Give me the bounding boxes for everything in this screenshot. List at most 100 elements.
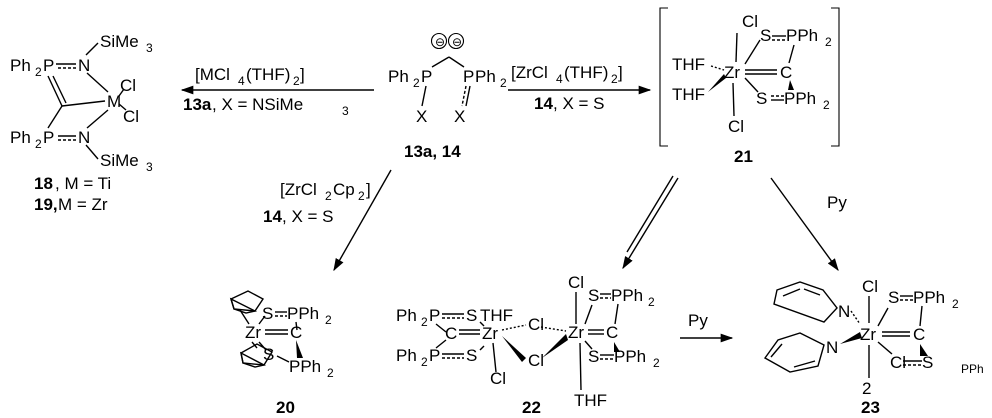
atom-p-lower: P [43, 128, 54, 147]
svg-text:3: 3 [342, 104, 349, 118]
compound-23: N N Cl S PPh 2 Zr C Cl S PPh 2 23 [763, 277, 984, 417]
svg-text:, M = Ti: , M = Ti [55, 174, 111, 193]
svg-text:Py: Py [688, 311, 708, 330]
svg-text:2: 2 [327, 366, 334, 380]
svg-text:13a: 13a [183, 95, 212, 114]
svg-text:S: S [756, 89, 767, 108]
svg-text:2: 2 [413, 76, 420, 90]
svg-text:2: 2 [611, 72, 618, 86]
svg-text:Cl: Cl [890, 353, 906, 372]
svg-text:Cp: Cp [333, 180, 355, 199]
svg-text:2: 2 [500, 76, 507, 90]
svg-text:P: P [429, 306, 440, 325]
svg-text:THF: THF [672, 85, 705, 104]
svg-text:PPh: PPh [913, 288, 945, 307]
svg-text:Cl: Cl [123, 107, 139, 126]
compound-21: Cl S PPh 2 THF Zr C THF S PPh 2 Cl 21 [659, 7, 840, 166]
svg-text:THF: THF [574, 391, 607, 410]
atom-x-left: X [416, 107, 427, 126]
atom-p-right: P [463, 67, 474, 86]
svg-text:2: 2 [325, 313, 332, 327]
atom-zr-23: Zr [860, 325, 876, 344]
svg-text:Cl: Cl [728, 117, 744, 136]
svg-text:THF: THF [480, 306, 513, 325]
svg-text:2: 2 [293, 74, 300, 88]
arrow-to-20: [ZrCl 2 Cp 2 ] 14 , X = S [263, 169, 392, 272]
svg-text:[ZrCl: [ZrCl [280, 180, 317, 199]
svg-text:Cl: Cl [528, 315, 544, 334]
svg-text:S: S [262, 304, 273, 323]
minus-charge-2: ⊖ [452, 35, 462, 49]
svg-text:14: 14 [534, 94, 553, 113]
svg-text:Ph: Ph [396, 306, 417, 325]
svg-text:C: C [445, 324, 457, 343]
svg-text:SiMe: SiMe [100, 32, 139, 51]
arrow-to-21: [ZrCl 4 (THF) 2 ] 14 , X = S [508, 63, 652, 113]
atom-p-left: P [421, 67, 432, 86]
svg-text:PPh: PPh [786, 26, 818, 45]
svg-text:2: 2 [421, 355, 428, 369]
svg-text:2: 2 [823, 98, 830, 112]
atom-n-lower-23: N [826, 338, 838, 357]
svg-text:Ph: Ph [475, 67, 496, 86]
svg-text:(THF): (THF) [564, 63, 608, 82]
atom-zr-22b: Zr [568, 323, 584, 342]
svg-text:PPh: PPh [611, 286, 643, 305]
svg-text:2: 2 [862, 379, 871, 398]
svg-text:PPh: PPh [961, 362, 984, 376]
svg-text:14: 14 [263, 207, 282, 226]
svg-text:Cl: Cl [528, 351, 544, 370]
minus-charge-1: ⊖ [435, 35, 445, 49]
atom-n-upper: N [78, 56, 90, 75]
svg-text:Cl: Cl [742, 12, 758, 31]
svg-text:Cl: Cl [568, 273, 584, 292]
svg-text:2: 2 [648, 295, 655, 309]
compound-20: S PPh 2 Zr C S PPh 2 20 [229, 290, 334, 417]
svg-text:[MCl: [MCl [195, 65, 230, 84]
svg-text:S: S [588, 286, 599, 305]
svg-text:]: ] [300, 65, 305, 84]
svg-text:S: S [466, 346, 477, 365]
svg-text:C: C [913, 325, 925, 344]
svg-text:Ph: Ph [396, 346, 417, 365]
svg-text:P: P [429, 346, 440, 365]
atom-ph-left: Ph [388, 67, 409, 86]
svg-text:Ph: Ph [10, 128, 31, 147]
compound-18-19: Ph 2 P N SiMe 3 Cl M Cl Ph 2 P N SiMe 3 … [10, 32, 153, 214]
svg-text:Ph: Ph [10, 56, 31, 75]
label-18: 18 [34, 174, 53, 193]
svg-text:Cl: Cl [862, 277, 878, 296]
svg-text:S: S [760, 26, 771, 45]
svg-text:S: S [888, 288, 899, 307]
svg-text:3: 3 [146, 41, 153, 55]
svg-text:Py: Py [827, 193, 847, 212]
compound-label-20: 20 [276, 398, 295, 417]
svg-text:C: C [606, 323, 618, 342]
svg-text:PPh: PPh [614, 347, 646, 366]
svg-text:2: 2 [325, 189, 332, 203]
svg-text:2: 2 [35, 65, 42, 79]
svg-text:2: 2 [421, 315, 428, 329]
svg-text:THF: THF [672, 55, 705, 74]
svg-text:]: ] [618, 63, 623, 82]
svg-text:, X = S: , X = S [553, 94, 605, 113]
arrow-to-22 [622, 175, 679, 270]
atom-zr-22a: Zr [482, 324, 498, 343]
svg-text:4: 4 [238, 74, 245, 88]
svg-text:Cl: Cl [490, 369, 506, 388]
svg-text:S: S [922, 353, 933, 372]
atom-p-upper: P [43, 56, 54, 75]
atom-x-right: X [454, 107, 465, 126]
atom-zr-21: Zr [724, 63, 740, 82]
arrow-to-18: [MCl 4 (THF) 2 ] 13a , X = NSiMe 3 [180, 65, 374, 118]
atom-n-lower: N [78, 128, 90, 147]
svg-text:SiMe: SiMe [100, 151, 139, 170]
svg-text:PPh: PPh [289, 357, 321, 376]
svg-text:3: 3 [146, 160, 153, 174]
arrow-22-to-23: Py [680, 311, 734, 343]
svg-text:(THF): (THF) [246, 65, 290, 84]
svg-text:S: S [588, 347, 599, 366]
atom-n-upper-23: N [838, 302, 850, 321]
atom-zr-20: Zr [245, 323, 261, 342]
